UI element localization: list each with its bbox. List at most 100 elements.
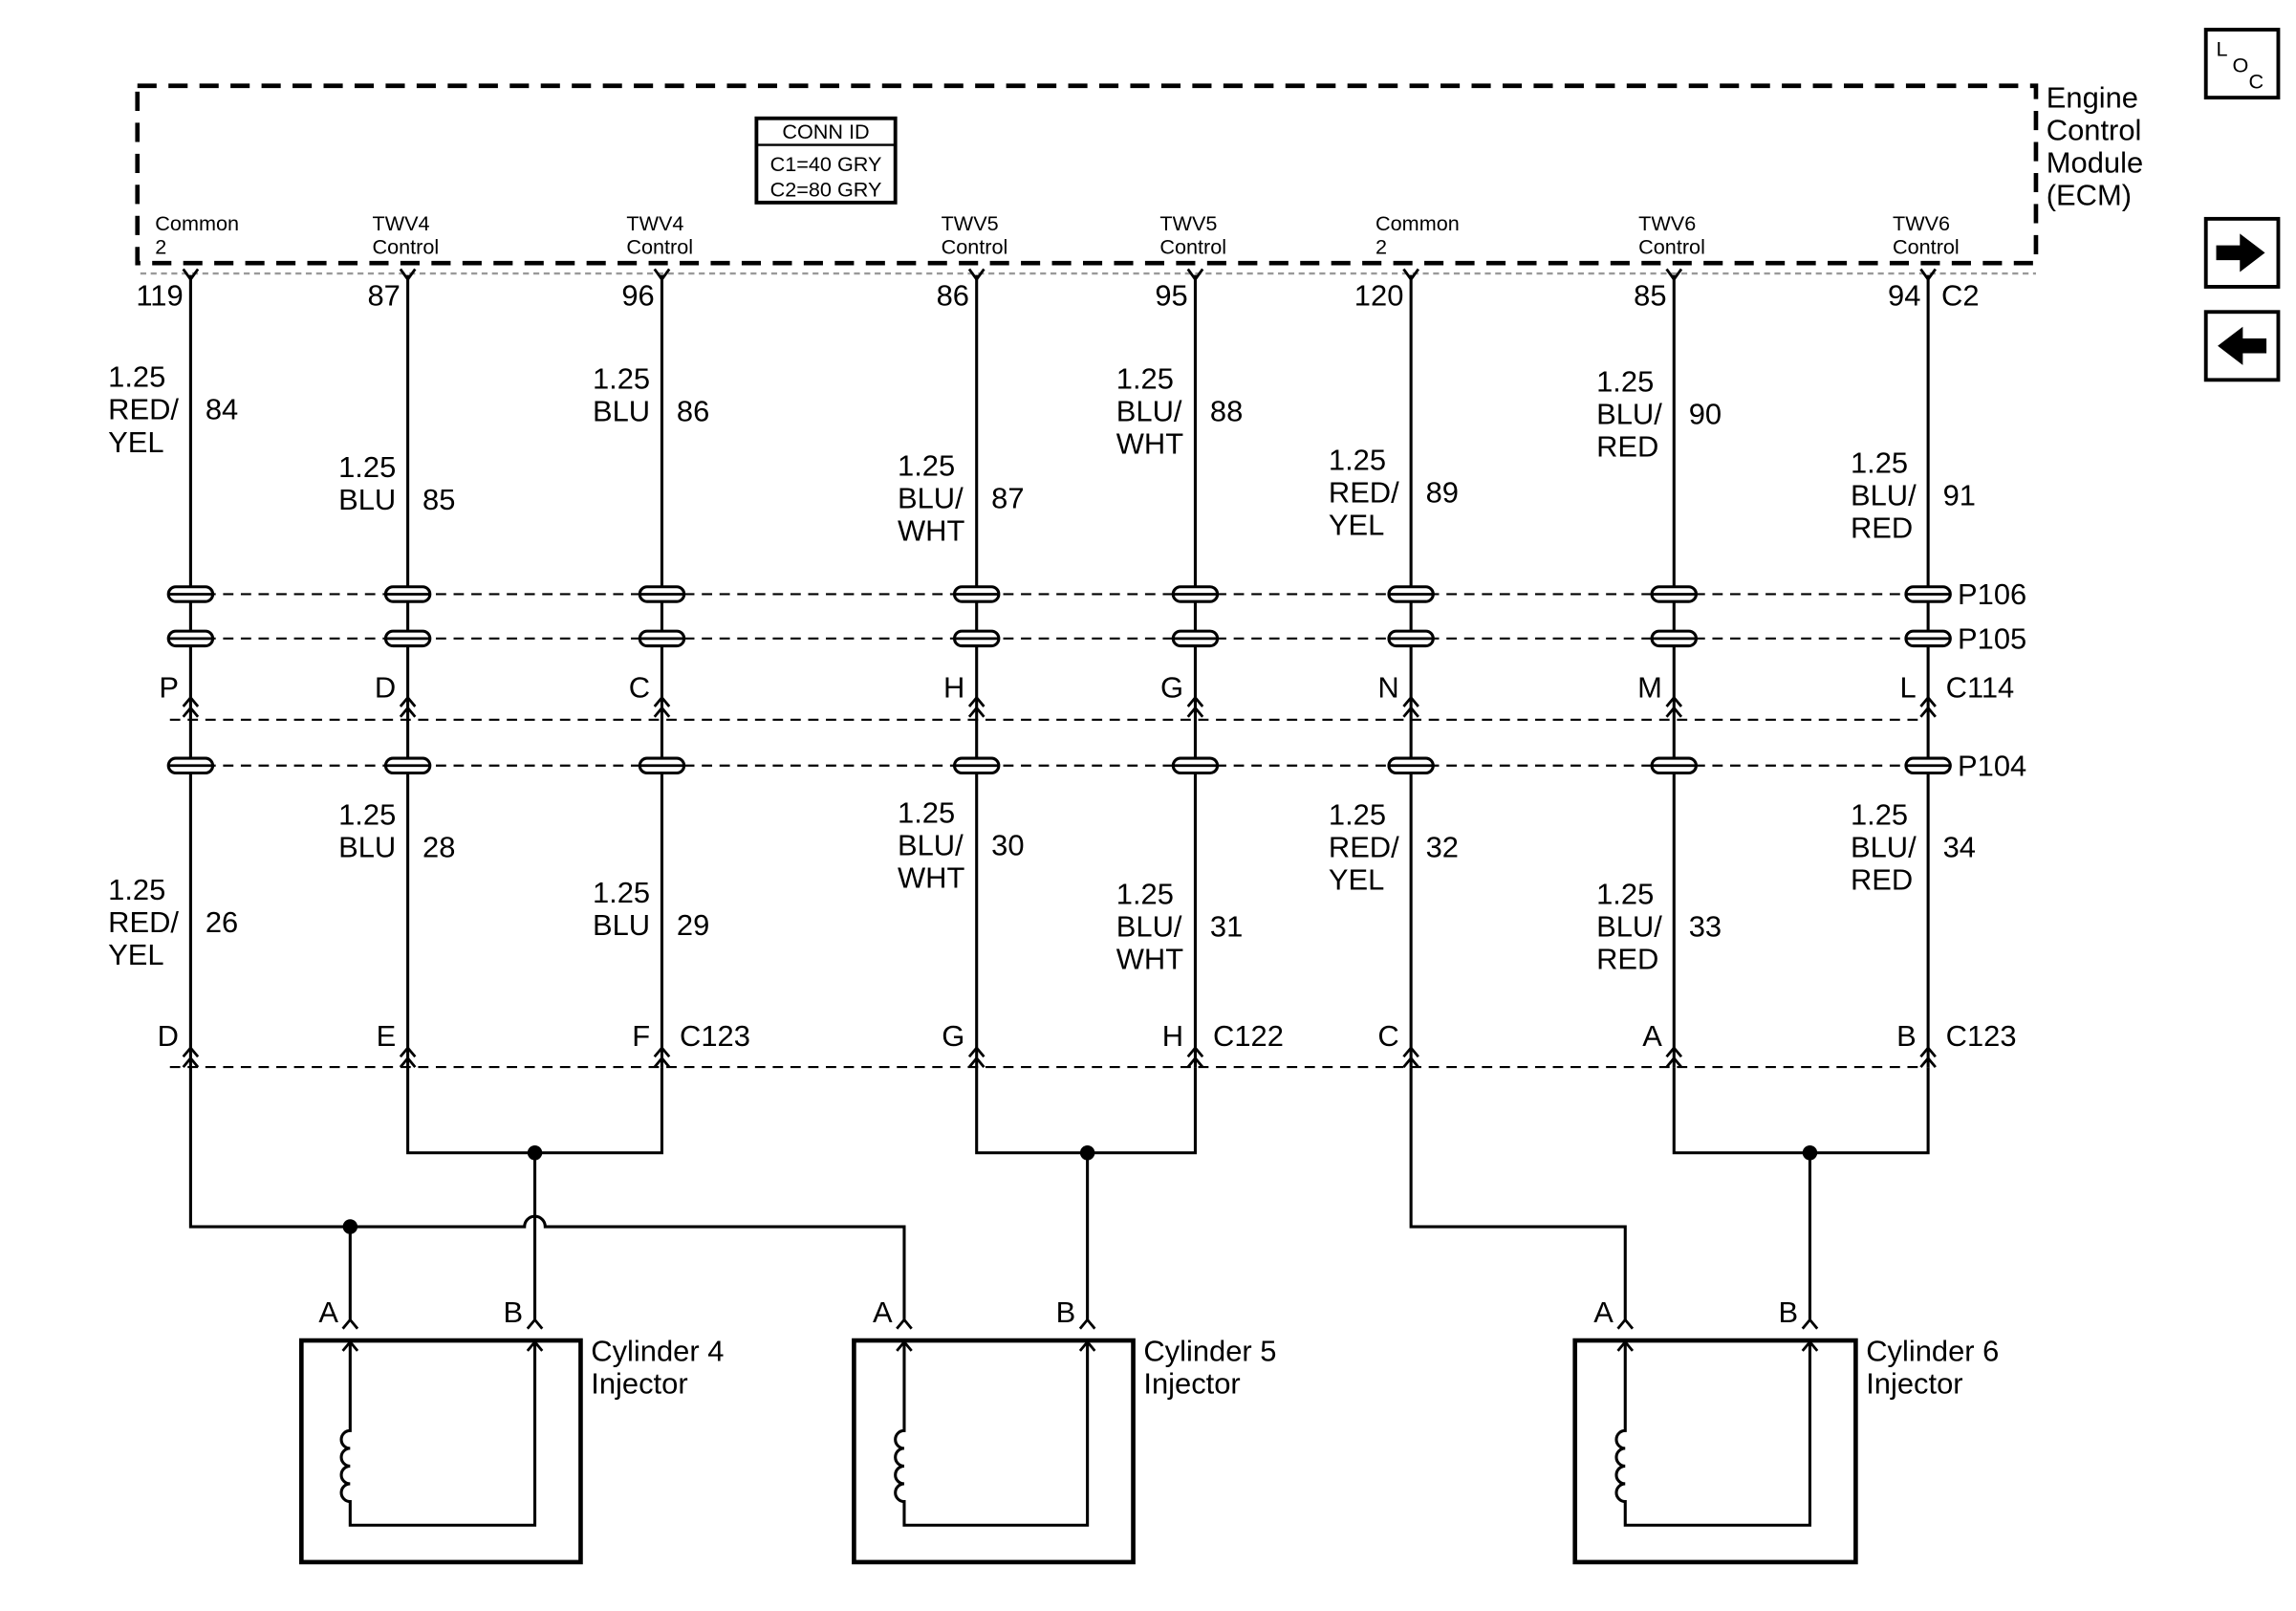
arrow-left-glyph xyxy=(2218,326,2267,365)
circuit-number-label: 88 xyxy=(1210,394,1243,427)
harness-connector-pin-label: G xyxy=(942,1019,964,1053)
connector-c114-terminal xyxy=(1402,706,1419,718)
connector-c114-pin-label: P xyxy=(159,670,179,704)
ecm-pin-function-label: Control xyxy=(942,235,1008,259)
injector-pin-label: A xyxy=(318,1295,338,1329)
conn-id-row: C2=80 GRY xyxy=(770,177,882,201)
arrow-left-icon[interactable] xyxy=(2203,310,2281,382)
injector-pin-terminal xyxy=(1616,1317,1635,1330)
harness-connector-terminal xyxy=(182,1045,200,1058)
wire-color-label: BLU/ xyxy=(1116,910,1182,944)
ecm-pin-function-label: TWV6 xyxy=(1893,211,1950,235)
wire-color-label: YEL xyxy=(108,425,163,459)
ecm-label-line: Module xyxy=(2047,146,2143,180)
arrow-right-icon[interactable] xyxy=(2203,216,2281,289)
harness-connector-terminal xyxy=(1402,1056,1419,1068)
splice-dot xyxy=(1802,1145,1818,1161)
ecm-pin-function-label: Control xyxy=(626,235,693,259)
wire-color-label: WHT xyxy=(1116,943,1183,976)
loc-icon[interactable]: L O C xyxy=(2203,28,2281,100)
harness-connector-label: C123 xyxy=(1946,1019,2017,1053)
harness-connector-terminal xyxy=(1186,1056,1204,1068)
wire-size-label: 1.25 xyxy=(338,450,396,484)
injector-pin-terminal xyxy=(1078,1317,1096,1330)
ecm-pin-function-label: Control xyxy=(1893,235,1960,259)
wire-size-label: 1.25 xyxy=(338,797,396,831)
connector-c114-terminal xyxy=(399,695,417,708)
harness-connector-terminal xyxy=(967,1056,986,1068)
ecm-terminal xyxy=(1919,268,1937,282)
wire-color-label: BLU/ xyxy=(1596,910,1662,944)
circuit-number-label: 89 xyxy=(1426,475,1459,509)
circuit-number-label: 32 xyxy=(1426,830,1459,863)
harness-connector-terminal xyxy=(1665,1045,1683,1058)
circuit-number-label: 28 xyxy=(422,830,455,863)
harness-connector-terminal xyxy=(967,1045,986,1058)
circuit-number-label: 31 xyxy=(1210,910,1243,944)
splice-dot xyxy=(1079,1145,1095,1161)
harness-connector-pin-label: B xyxy=(1896,1019,1917,1053)
wire-color-label: RED/ xyxy=(1329,830,1399,863)
wire-size-label: 1.25 xyxy=(1596,878,1654,911)
injector-internal-terminal xyxy=(1616,1339,1635,1352)
connector-c114-terminal xyxy=(1665,706,1683,718)
connector-c114-terminal xyxy=(967,695,986,708)
grommet-label-p106: P106 xyxy=(1958,577,2026,611)
harness-connector-terminal xyxy=(1665,1056,1683,1068)
harness-connector-label: C122 xyxy=(1213,1019,1284,1053)
connector-c114-terminal xyxy=(1919,695,1937,708)
circuit-number-label: 87 xyxy=(991,481,1024,514)
injector-pin-label: B xyxy=(1056,1295,1076,1329)
ecm-pin-number: 120 xyxy=(1354,279,1404,313)
wire-size-label: 1.25 xyxy=(593,361,650,395)
connector-c114-pin-label: N xyxy=(1377,670,1398,704)
ecm-terminal xyxy=(399,268,417,282)
harness-connector-label: C123 xyxy=(680,1019,750,1053)
wire-color-label: RED/ xyxy=(108,905,179,939)
connector-c114-terminal xyxy=(399,706,417,718)
ecm-pin-function-label: Control xyxy=(1638,235,1705,259)
injector-coil-icon xyxy=(894,1343,1090,1527)
injector-body xyxy=(1572,1338,1858,1565)
wire-color-label: BLU xyxy=(338,830,396,863)
injector-coil-icon xyxy=(1614,1343,1812,1527)
injector-pin-label: B xyxy=(504,1295,524,1329)
circuit-number-label: 85 xyxy=(422,483,455,516)
ecm-pin-function-label: Common xyxy=(155,211,239,235)
arrow-right-glyph xyxy=(2216,233,2265,272)
wire-color-label: RED/ xyxy=(1329,475,1399,509)
connector-c114-pin-label: L xyxy=(1900,670,1917,704)
circuit-number-label: 90 xyxy=(1689,397,1722,430)
injector-internal-terminal xyxy=(341,1339,359,1352)
ecm-pin-number: 95 xyxy=(1155,279,1187,313)
splice-dot xyxy=(527,1145,543,1161)
injector-internal-terminal xyxy=(526,1339,544,1352)
ecm-terminal xyxy=(182,268,200,282)
ecm-pin-function-label: TWV6 xyxy=(1638,211,1696,235)
wire-color-label: BLU xyxy=(593,394,650,427)
conn-id-table: CONN ID C1=40 GRY C2=80 GRY xyxy=(754,116,898,205)
wire-color-label: BLU/ xyxy=(1596,397,1662,430)
injector-internal-terminal xyxy=(1801,1339,1819,1352)
connector-c114-terminal xyxy=(1402,695,1419,708)
ecm-pin-function-label: TWV5 xyxy=(942,211,999,235)
ecm-pin-number: 94 xyxy=(1888,279,1920,313)
connector-c114-pin-label: C xyxy=(629,670,650,704)
connector-label-c114: C114 xyxy=(1946,670,2015,704)
ecm-module-outline xyxy=(135,83,2039,266)
harness-connector-terminal xyxy=(182,1056,200,1068)
ecm-pin-function-label: Control xyxy=(1159,235,1226,259)
loc-letter: O xyxy=(2233,54,2249,77)
wire-color-label: BLU xyxy=(338,483,396,516)
wire-color-label: YEL xyxy=(1329,508,1384,541)
circuit-number-label: 86 xyxy=(677,394,709,427)
injector-pin-terminal xyxy=(896,1317,913,1330)
injector-name: Injector xyxy=(591,1366,687,1400)
harness-connector-pin-label: H xyxy=(1162,1019,1183,1053)
